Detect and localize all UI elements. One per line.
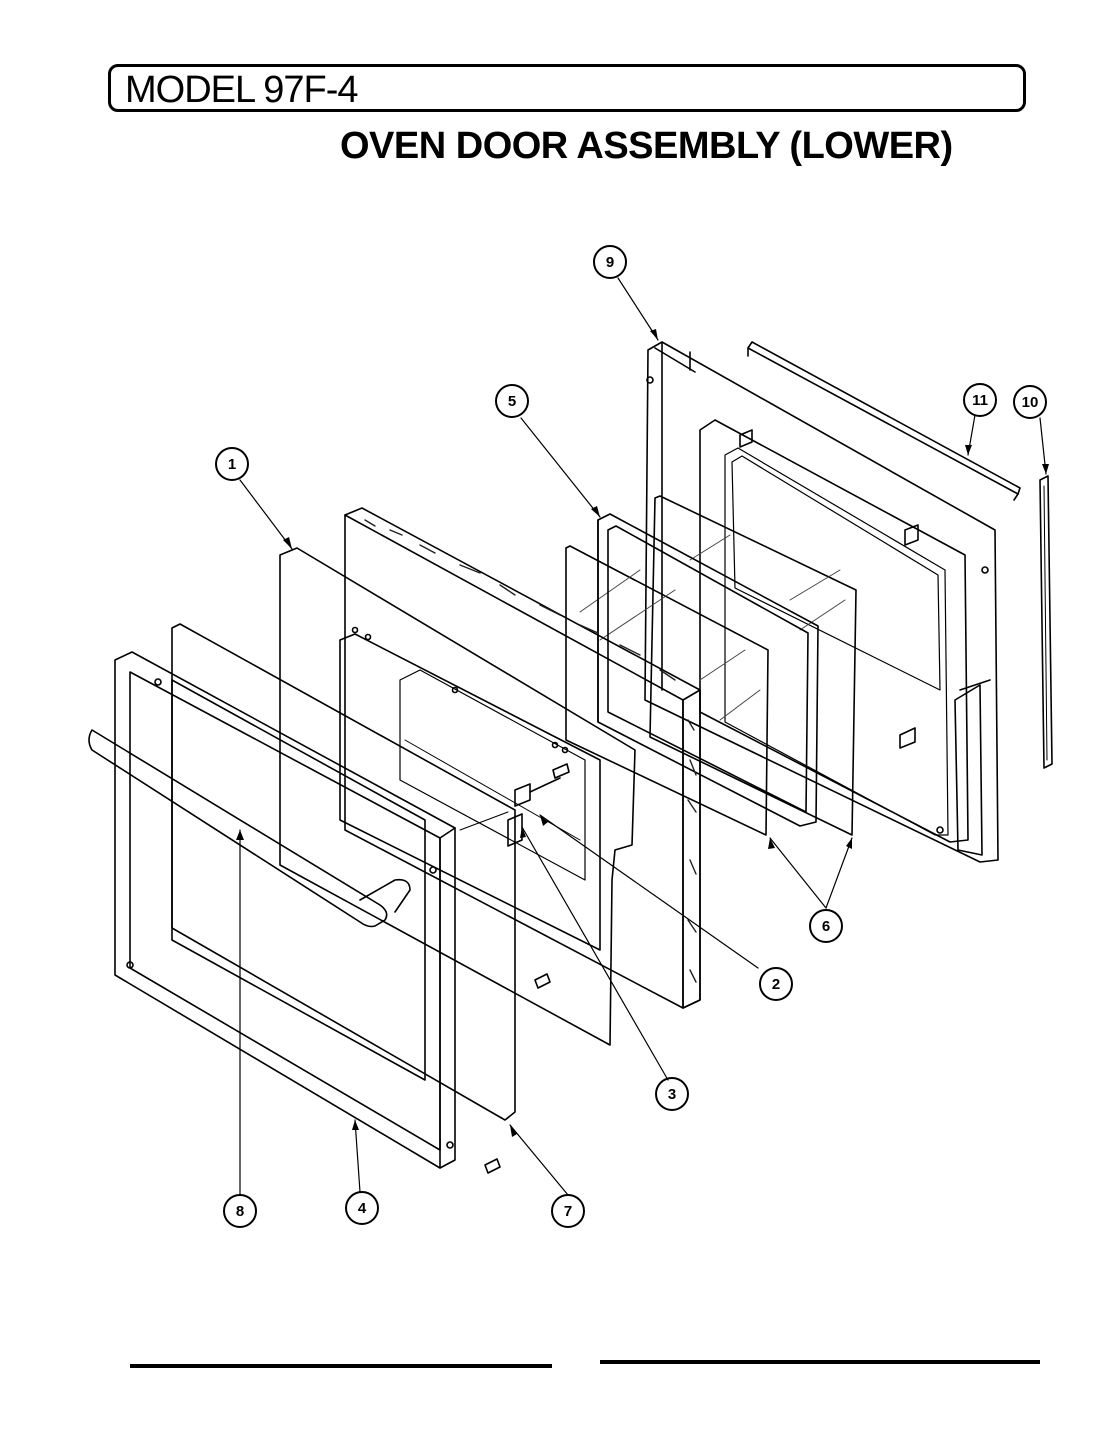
leader-lines	[239, 277, 1047, 1196]
part-outer-frame	[114, 651, 456, 1169]
callout-6-label: 6	[822, 918, 830, 935]
callout-3-label: 3	[668, 1086, 676, 1103]
callout-10-label: 10	[1022, 394, 1039, 411]
callout-4: 4	[345, 1191, 379, 1225]
callout-8-label: 8	[236, 1203, 244, 1220]
callout-2: 2	[759, 967, 793, 1001]
callout-11: 11	[963, 383, 997, 417]
callout-11-label: 11	[972, 392, 988, 409]
part-glass-panes	[565, 495, 857, 836]
callout-8: 8	[223, 1194, 257, 1228]
callout-4-label: 4	[358, 1200, 367, 1217]
callout-10: 10	[1013, 385, 1047, 419]
part-handle	[88, 729, 411, 928]
part-side-strip	[1039, 475, 1053, 769]
model-banner: MODEL 97F-4	[108, 64, 1026, 112]
part-insulation-block	[344, 507, 701, 1009]
leader-arrows	[236, 329, 1049, 1137]
callout-7: 7	[551, 1194, 585, 1228]
part-hinge-bracket	[459, 763, 570, 1174]
page-title: OVEN DOOR ASSEMBLY (LOWER)	[340, 125, 953, 167]
part-backing-sheet	[171, 623, 516, 1121]
callout-3: 3	[655, 1077, 689, 1111]
part-top-rail	[747, 341, 1021, 501]
callout-9-label: 9	[606, 254, 614, 271]
callout-5: 5	[495, 384, 529, 418]
callout-9: 9	[593, 245, 627, 279]
footer-rule-right	[600, 1360, 1040, 1364]
footer-rule-left	[130, 1364, 552, 1368]
part-inner-door-panel	[644, 341, 999, 863]
part-glass-frame	[597, 513, 819, 827]
part-front-panel	[279, 547, 636, 1046]
callout-1: 1	[215, 447, 249, 481]
callout-5-label: 5	[508, 393, 516, 410]
callout-2-label: 2	[772, 976, 780, 993]
callout-7-label: 7	[564, 1203, 572, 1220]
model-label: MODEL 97F-4	[125, 69, 359, 111]
callout-6: 6	[809, 909, 843, 943]
callout-1-label: 1	[228, 456, 236, 473]
